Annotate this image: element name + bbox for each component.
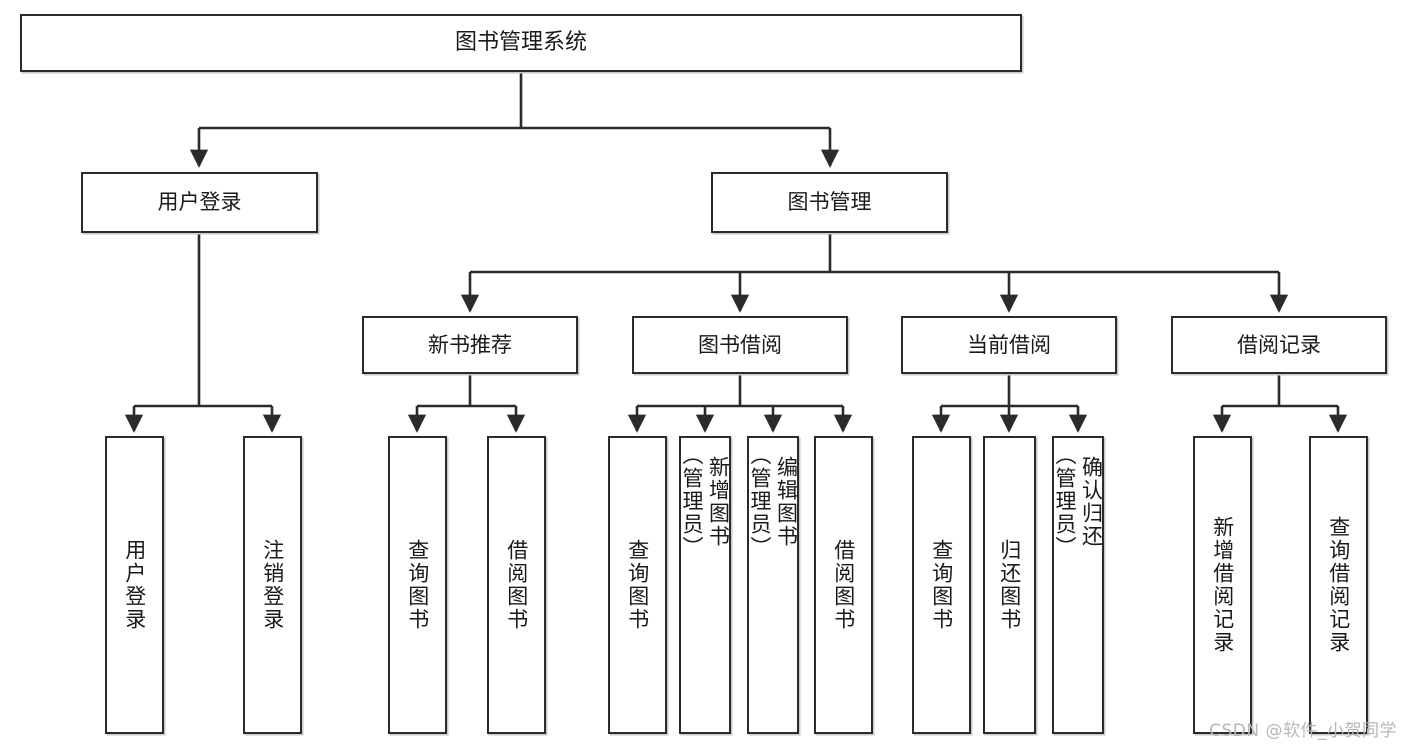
- node-new-book-recommend[interactable]: 新书推荐: [362, 316, 578, 374]
- node-book-management-label: 图书管理: [787, 190, 872, 215]
- node-leaf-add-book-label: 新增图书 （管理员）: [680, 444, 731, 559]
- node-new-book-recommend-label: 新书推荐: [428, 332, 512, 357]
- node-leaf-edit-book[interactable]: 编辑图书 （管理员）: [747, 436, 799, 734]
- node-leaf-borrow-book-2-label: 借阅图书: [831, 539, 856, 631]
- node-leaf-query-book-2[interactable]: 查询图书: [608, 436, 667, 734]
- node-leaf-query-record[interactable]: 查询借阅记录: [1309, 436, 1368, 734]
- node-leaf-return-book[interactable]: 归还图书: [983, 436, 1036, 734]
- node-leaf-query-record-label: 查询借阅记录: [1326, 516, 1351, 654]
- node-leaf-borrow-book-2[interactable]: 借阅图书: [814, 436, 873, 734]
- node-book-management[interactable]: 图书管理: [711, 172, 948, 233]
- node-root-label: 图书管理系统: [454, 30, 587, 56]
- node-leaf-query-book-2-label: 查询图书: [625, 539, 650, 631]
- node-leaf-confirm-return-label: 确认归还 （管理员）: [1053, 444, 1104, 559]
- node-leaf-query-book-3-label: 查询图书: [929, 539, 954, 631]
- node-leaf-add-record-label: 新增借阅记录: [1210, 516, 1235, 654]
- node-leaf-query-book-1[interactable]: 查询图书: [388, 436, 447, 734]
- node-leaf-add-record[interactable]: 新增借阅记录: [1193, 436, 1252, 734]
- node-user-login[interactable]: 用户登录: [81, 172, 318, 233]
- node-leaf-logout[interactable]: 注销登录: [243, 436, 302, 734]
- node-user-login-label: 用户登录: [157, 190, 242, 215]
- node-current-borrow-label: 当前借阅: [967, 332, 1051, 357]
- node-leaf-query-book-1-label: 查询图书: [405, 539, 430, 631]
- node-leaf-user-login[interactable]: 用户登录: [105, 436, 164, 734]
- node-book-borrow[interactable]: 图书借阅: [632, 316, 848, 374]
- node-leaf-confirm-return[interactable]: 确认归还 （管理员）: [1052, 436, 1104, 734]
- node-leaf-user-login-label: 用户登录: [122, 539, 147, 631]
- node-leaf-logout-label: 注销登录: [260, 539, 285, 631]
- node-borrow-record-label: 借阅记录: [1237, 332, 1321, 357]
- node-current-borrow[interactable]: 当前借阅: [901, 316, 1117, 374]
- node-leaf-return-book-label: 归还图书: [997, 539, 1022, 631]
- node-borrow-record[interactable]: 借阅记录: [1171, 316, 1387, 374]
- node-book-borrow-label: 图书借阅: [698, 332, 782, 357]
- watermark-text: CSDN @软件_小贺同学: [1209, 721, 1397, 741]
- node-leaf-edit-book-label: 编辑图书 （管理员）: [748, 444, 799, 559]
- node-leaf-borrow-book-1[interactable]: 借阅图书: [487, 436, 546, 734]
- node-leaf-borrow-book-1-label: 借阅图书: [504, 539, 529, 631]
- node-leaf-add-book[interactable]: 新增图书 （管理员）: [679, 436, 731, 734]
- node-leaf-query-book-3[interactable]: 查询图书: [912, 436, 971, 734]
- node-root[interactable]: 图书管理系统: [20, 14, 1022, 72]
